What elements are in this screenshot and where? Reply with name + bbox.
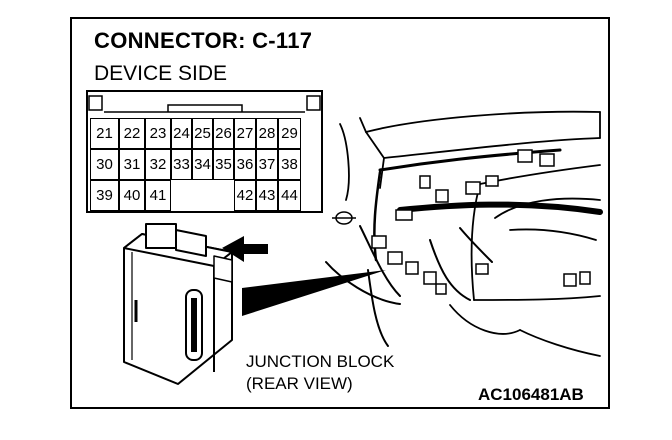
connector-pin-cell: 29 (278, 118, 301, 149)
connector-pin-number: 35 (215, 156, 232, 173)
connector-pin-cell: 34 (192, 149, 213, 180)
connector-pin-number: 25 (194, 125, 211, 142)
connector-pin-number: 30 (96, 156, 113, 173)
connector-pin-cell: 44 (278, 180, 301, 211)
connector-pin-number: 26 (215, 125, 232, 142)
connector-pin-cell: 41 (145, 180, 171, 211)
junction-block (123, 223, 233, 385)
connector-pin-cell: 31 (119, 149, 145, 180)
connector-pin-number: 44 (281, 187, 298, 204)
connector-pin-cell: 26 (213, 118, 234, 149)
connector-pin-number: 27 (236, 125, 254, 142)
location-pointer (242, 270, 386, 316)
connector-pin-number: 22 (123, 125, 141, 142)
view-direction-arrow (222, 236, 268, 262)
dashboard (339, 110, 601, 357)
connector-pin-number: 23 (149, 125, 167, 142)
grommet (332, 211, 356, 225)
connector-pin-cell: 25 (192, 118, 213, 149)
connector-pin-cell: 40 (119, 180, 145, 211)
connector-pin-number: 33 (173, 156, 190, 173)
connector-pin-number: 40 (123, 187, 141, 204)
connector-pin-cell: 35 (213, 149, 234, 180)
connector-pin-cell: 32 (145, 149, 171, 180)
connector-pin-cell: 43 (256, 180, 278, 211)
harness-connectors (371, 149, 591, 295)
connector-pin-number: 31 (123, 156, 141, 173)
connector-pin-number: 36 (236, 156, 254, 173)
connector-pin-number: 38 (281, 156, 298, 173)
connector-pin-cell: 39 (90, 180, 119, 211)
connector-pin-number: 43 (258, 187, 276, 204)
connector-pin-number: 24 (173, 125, 190, 142)
connector-pin-cell: 36 (234, 149, 256, 180)
connector-pin-number: 32 (149, 156, 167, 173)
connector-outline (86, 90, 323, 213)
connector-pin-number: 29 (281, 125, 298, 142)
connector-pin-number: 41 (149, 187, 167, 204)
junction-block-label: JUNCTION BLOCK (246, 352, 395, 371)
connector-pin-cell: 30 (90, 149, 119, 180)
connector-pin-cell: 38 (278, 149, 301, 180)
connector-pin-cell: 24 (171, 118, 192, 149)
figure-code: AC106481AB (478, 385, 584, 404)
connector-pin-cell: 42 (234, 180, 256, 211)
connector-pin-number: 28 (258, 125, 276, 142)
connector-pin-cell: 23 (145, 118, 171, 149)
connector-pin-number: 34 (194, 156, 211, 173)
junction-block-view-label: (REAR VIEW) (246, 374, 353, 393)
connector-pin-cell: 27 (234, 118, 256, 149)
connector-pin-number: 42 (236, 187, 254, 204)
connector-pin-cell: 33 (171, 149, 192, 180)
connector-pin-cell: 22 (119, 118, 145, 149)
connector-pin-number: 37 (258, 156, 276, 173)
connector-subtitle: DEVICE SIDE (94, 62, 228, 85)
connector-pin-cell: 21 (90, 118, 119, 149)
connector-title: CONNECTOR: C-117 (94, 28, 313, 53)
connector-pin-number: 39 (96, 187, 113, 204)
connector-pin-cell: 28 (256, 118, 278, 149)
connector-pin-cell: 37 (256, 149, 278, 180)
connector-pin-number: 21 (96, 125, 113, 142)
wiring-harness (325, 148, 603, 347)
